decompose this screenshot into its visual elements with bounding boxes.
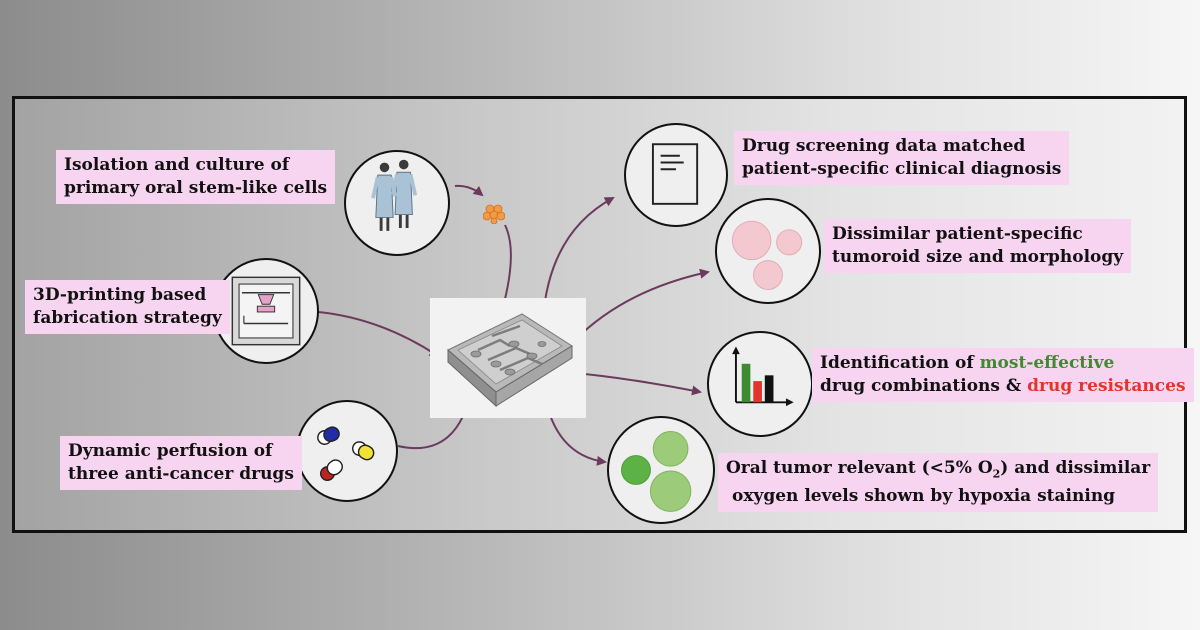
isolation-line1: Isolation and culture of <box>64 155 290 175</box>
printing-label: 3D-printing based fabrication strategy <box>25 280 230 334</box>
isolation-line2: primary oral stem-like cells <box>64 178 328 198</box>
morphology-label: Dissimilar patient-specific tumoroid siz… <box>824 219 1132 273</box>
drug-resistances-highlight: drug resistances <box>1027 376 1186 396</box>
document-circle <box>624 123 728 227</box>
perfusion-label: Dynamic perfusion of three anti-cancer d… <box>60 436 302 490</box>
document-icon <box>651 143 699 205</box>
hypoxia-line1: Oral tumor relevant (<5% O2) and dissimi… <box>726 457 1150 485</box>
morphology-line2: tumoroid size and morphology <box>832 247 1124 267</box>
morphology-line1: Dissimilar patient-specific <box>832 224 1083 244</box>
patients-icon <box>371 159 418 231</box>
printing-line1: 3D-printing based <box>33 285 207 305</box>
bar-chart-icon <box>732 346 794 407</box>
hypoxia-line1-suffix: ) and dissimilar <box>1000 458 1151 478</box>
identification-label: Identification of most-effective drug co… <box>812 348 1194 402</box>
cell-cluster-icon <box>482 202 506 225</box>
microfluidic-chip-panel <box>430 298 586 418</box>
hypoxia-line1-prefix: Oral tumor relevant (<5% O <box>726 458 993 478</box>
patients-circle <box>344 150 450 256</box>
3d-printer-icon <box>231 276 301 346</box>
printing-line2: fabrication strategy <box>33 308 222 328</box>
identification-line2-prefix: drug combinations & <box>820 376 1028 396</box>
hypoxia-line2: oxygen levels shown by hypoxia staining <box>732 486 1116 507</box>
tumoroids-icon <box>731 220 803 290</box>
screening-line2: patient-specific clinical diagnosis <box>742 159 1062 179</box>
identification-line2: drug combinations & drug resistances <box>820 375 1186 398</box>
hypoxia-circle <box>607 416 715 524</box>
perfusion-line2: three anti-cancer drugs <box>68 464 294 484</box>
capsules-icon <box>317 426 375 482</box>
bar-chart-circle <box>707 331 813 437</box>
identification-line1: Identification of most-effective <box>820 352 1186 375</box>
perfusion-line1: Dynamic perfusion of <box>68 441 273 461</box>
screening-label: Drug screening data matched patient-spec… <box>734 131 1070 185</box>
tumoroids-circle <box>715 198 821 304</box>
capsules-circle <box>296 400 398 502</box>
isolation-label: Isolation and culture of primary oral st… <box>56 150 336 204</box>
most-effective-highlight: most-effective <box>979 353 1115 373</box>
microfluidic-chip-icon <box>447 313 573 408</box>
identification-prefix: Identification of <box>820 353 980 373</box>
screening-line1: Drug screening data matched <box>742 136 1026 156</box>
oxygen-subscript: 2 <box>992 467 1001 481</box>
hypoxia-label: Oral tumor relevant (<5% O2) and dissimi… <box>718 453 1159 513</box>
hypoxia-spheroids-icon <box>621 431 692 512</box>
